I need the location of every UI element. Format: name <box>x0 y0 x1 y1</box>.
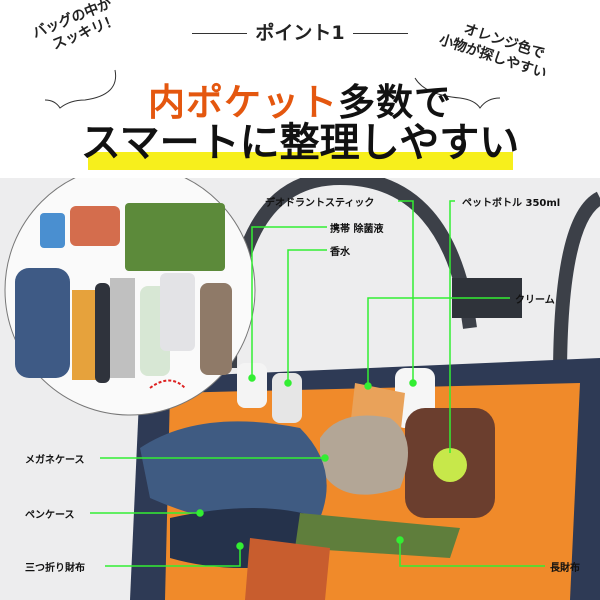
label-pen-case: ペンケース <box>25 510 75 521</box>
divider <box>192 33 248 34</box>
divider <box>352 33 408 34</box>
label-glasses-case: メガネケース <box>25 455 85 466</box>
label-cream: クリーム <box>515 295 555 306</box>
headline-rest: 多数で <box>338 81 452 124</box>
label-deodorant: デオドラントスティック <box>265 198 375 209</box>
label-trifold-wallet: 三つ折り財布 <box>25 563 85 574</box>
label-perfume: 香水 <box>330 247 350 258</box>
label-long-wallet: 長財布 <box>550 563 580 574</box>
leader-lines <box>90 200 545 567</box>
label-bottle: ペットボトル 350ml <box>462 198 561 209</box>
headline: 内ポケット多数で <box>0 72 600 126</box>
headline-orange: 内ポケット <box>148 81 338 124</box>
label-sanitizer: 携帯 除菌液 <box>330 224 384 235</box>
point-heading: ポイント1 <box>0 18 600 45</box>
bag-illustration <box>4 178 600 600</box>
bag-photo: デオドラントスティック ペットボトル 350ml 携帯 除菌液 香水 クリーム … <box>0 178 600 600</box>
highlight-bar <box>88 152 513 170</box>
note-brackets <box>44 69 501 109</box>
point-label: ポイント1 <box>255 22 345 44</box>
subheadline: スマートに整理しやすい <box>80 120 520 166</box>
